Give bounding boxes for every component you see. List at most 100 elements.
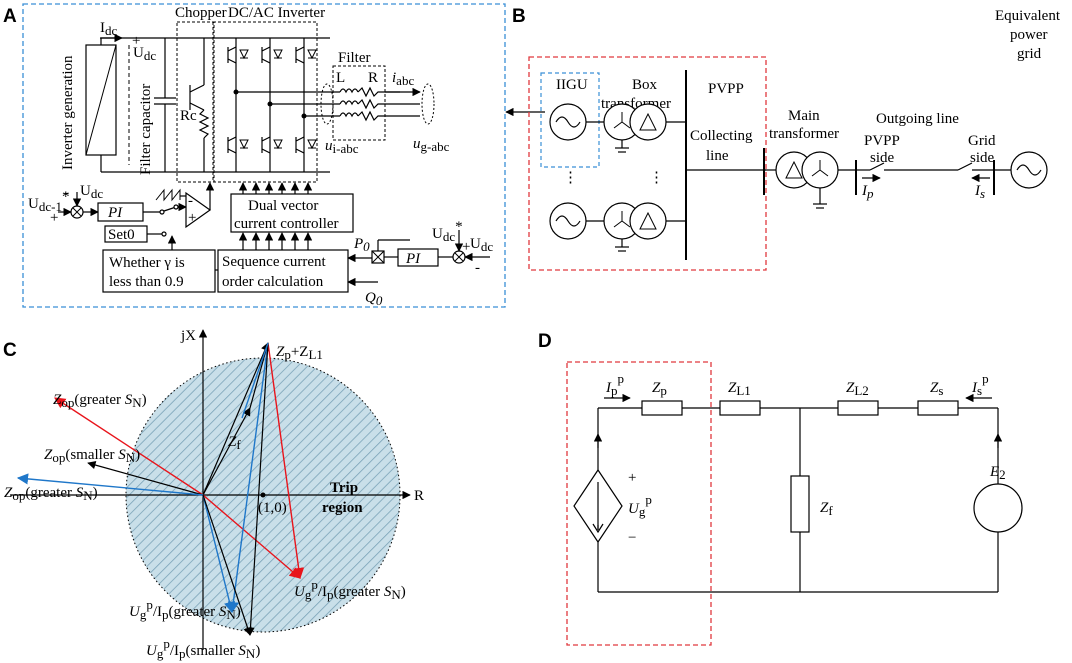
svg-text:Set0: Set0 — [108, 227, 135, 243]
chopper-box — [176, 21, 215, 183]
ugip-red-label: Ugp/Ip(greater SN) — [294, 577, 406, 602]
filter-l-label: L — [336, 70, 345, 86]
gamma-check-block — [102, 249, 216, 293]
panel-d: D Ipp Zp ZL — [538, 331, 1023, 646]
sawtooth-carrier — [155, 188, 181, 202]
filter-resistors — [357, 86, 420, 122]
svg-text:region: region — [322, 500, 363, 516]
svg-text:grid: grid — [1017, 46, 1042, 62]
udc-fb-label: Udc — [80, 183, 103, 201]
svg-text:⋮: ⋮ — [563, 170, 578, 186]
zf-vector — [202, 407, 251, 496]
panel-b: B IIGU Box transformer PVPP ⋮ ⋮ Collec — [512, 6, 1061, 271]
svg-text:jX: jX — [180, 328, 196, 344]
svg-text:Dual vector: Dual vector — [248, 198, 318, 214]
filter-r-label: R — [368, 70, 378, 86]
zop-greater-label-1: Zop(greater SN) — [53, 392, 147, 410]
inverter-label: DC/AC Inverter — [228, 5, 325, 21]
dual-vector-block — [230, 193, 354, 233]
sequence-calc-block — [217, 249, 349, 293]
svg-text:PI: PI — [107, 205, 123, 221]
ip-label: Ip — [861, 183, 874, 201]
svg-text:line: line — [706, 148, 729, 164]
svg-text:order calculation: order calculation — [222, 274, 324, 290]
zl2-impedance — [837, 400, 879, 416]
svg-text:transformer: transformer — [769, 126, 839, 142]
zp-zl1-vector — [202, 342, 269, 496]
ugip-blue-label: Ugp/Ip(greater SN) — [129, 597, 241, 622]
svg-text:+: + — [132, 33, 140, 49]
svg-text:-: - — [188, 193, 193, 209]
pvpp-boundary — [528, 56, 767, 271]
svg-text:PI: PI — [405, 251, 421, 267]
panel-d-label: D — [538, 331, 552, 352]
ip-label-d: Ipp — [605, 371, 624, 398]
svg-text:PVPP: PVPP — [708, 81, 744, 97]
is-label: Is — [974, 183, 985, 201]
panel-a: A Inverter generation Filter capacitor I… — [3, 3, 506, 308]
svg-text:Grid: Grid — [968, 133, 996, 149]
svg-text:−: − — [628, 530, 636, 546]
e2-source — [973, 483, 1023, 533]
ug-abc-label: ug-abc — [413, 136, 450, 154]
ugip-blue-upper — [227, 342, 269, 614]
is-label-d: Isp — [971, 371, 989, 398]
zl1-impedance — [719, 400, 761, 416]
grid-breaker — [957, 162, 973, 171]
rc-label: Rc — [180, 108, 197, 124]
comparator-triangle — [185, 191, 212, 229]
inverter-generation-label: Inverter generation — [60, 55, 76, 170]
udc-right-label: Udc — [470, 236, 493, 254]
svg-text:PVPP: PVPP — [864, 133, 900, 149]
svg-text:IIGU: IIGU — [556, 77, 588, 93]
svg-text:Main: Main — [788, 108, 820, 124]
panel-c: C jX R (1,0) Trip region Zp+ZL1 Zf Zop(g… — [3, 328, 424, 661]
ug-voltage-ellipse — [421, 83, 435, 125]
zop-greater-red-vector — [54, 397, 204, 496]
zf-label: Zf — [228, 434, 241, 452]
pv-source-diagonal — [85, 44, 117, 156]
filter-box — [332, 65, 386, 141]
panel-a-boundary — [22, 3, 506, 308]
svg-text:Collecting: Collecting — [690, 128, 753, 144]
e2-label-d: E2 — [989, 464, 1006, 482]
filter-capacitor-label: Filter capacitor — [138, 84, 154, 175]
ug-label-d: Ugp — [628, 492, 652, 519]
inverter-box — [212, 21, 318, 183]
zop-greater-label-2: Zop(greater SN) — [4, 485, 98, 503]
zp-zl1-label: Zp+ZL1 — [276, 344, 323, 362]
ui-abc-label: ui-abc — [325, 138, 359, 156]
panel-b-label: B — [512, 6, 526, 27]
zf-label-d: Zf — [820, 500, 833, 518]
zs-impedance — [917, 400, 959, 416]
zl2-label-d: ZL2 — [846, 380, 869, 398]
zs-label-d: Zs — [930, 380, 943, 398]
zop-greater-blue-vector — [16, 473, 204, 496]
svg-text:R: R — [414, 488, 424, 504]
box-transformer-2b — [629, 202, 667, 240]
svg-text:Trip: Trip — [330, 480, 358, 496]
q0-label: Q0 — [365, 290, 383, 308]
svg-text:+: + — [188, 210, 196, 226]
idc-label: Idc — [100, 20, 118, 38]
udc-star-label: Udc* — [432, 219, 463, 244]
pvpp-breaker — [869, 162, 885, 171]
iabc-label: iabc — [392, 70, 414, 88]
iigu-boundary — [540, 72, 600, 168]
panel-a-label: A — [3, 6, 17, 27]
filter-label: Filter — [338, 50, 371, 66]
box-transformer-1b — [629, 103, 667, 141]
svg-text:Box: Box — [632, 77, 658, 93]
chopper-resistor — [198, 109, 210, 139]
zp-label-d: Zp — [652, 380, 667, 398]
ugip-black-vector — [202, 494, 252, 636]
ui-voltage-ellipse — [320, 83, 334, 125]
zp-impedance — [641, 400, 683, 416]
svg-text:+: + — [462, 239, 470, 255]
zf-impedance — [790, 475, 810, 533]
ugip-black-upper — [246, 342, 269, 636]
svg-text:-: - — [475, 260, 480, 276]
ugip-blue-vector — [202, 494, 236, 614]
svg-text:power: power — [1010, 27, 1048, 43]
filter-inductors — [339, 88, 359, 118]
